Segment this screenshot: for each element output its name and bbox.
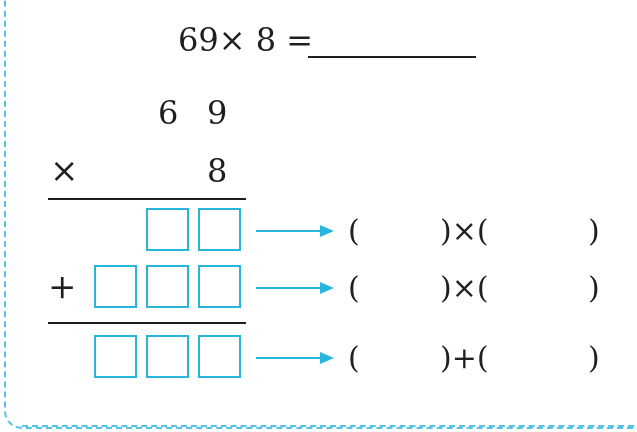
expression-row-3: ( )+( ) (348, 344, 608, 376)
answer-box[interactable] (146, 265, 189, 308)
close-paren: ) (588, 214, 600, 249)
dashed-frame-bottom (22, 425, 634, 427)
operator: )×( (440, 271, 489, 306)
open-paren: ( (348, 341, 360, 376)
close-paren: ) (588, 271, 600, 306)
close-paren: ) (588, 341, 600, 376)
operator: )+( (440, 341, 489, 376)
answer-box[interactable] (198, 335, 241, 378)
answer-box[interactable] (94, 335, 137, 378)
dashed-frame (4, 0, 634, 429)
open-paren: ( (348, 271, 360, 306)
first-rule (48, 198, 246, 200)
multiplier-digit: 8 (207, 152, 228, 190)
top-digit-ones: 9 (207, 94, 228, 132)
open-paren: ( (348, 214, 360, 249)
arrow-icon (256, 352, 336, 364)
plus-sign: + (48, 267, 77, 307)
answer-box[interactable] (198, 208, 241, 251)
equation-text: 69× 8 = (178, 21, 314, 59)
arrow-icon (256, 225, 336, 237)
answer-box[interactable] (198, 265, 241, 308)
operator: )×( (440, 214, 489, 249)
answer-box[interactable] (94, 265, 137, 308)
arrow-icon (256, 282, 336, 294)
expression-row-2: ( )×( ) (348, 274, 608, 306)
second-rule (48, 322, 246, 324)
expression-row-1: ( )×( ) (348, 217, 608, 249)
answer-box[interactable] (146, 208, 189, 251)
times-sign: × (50, 151, 79, 191)
top-digit-tens: 6 (158, 94, 179, 132)
answer-blank[interactable] (308, 56, 476, 58)
answer-box[interactable] (146, 335, 189, 378)
